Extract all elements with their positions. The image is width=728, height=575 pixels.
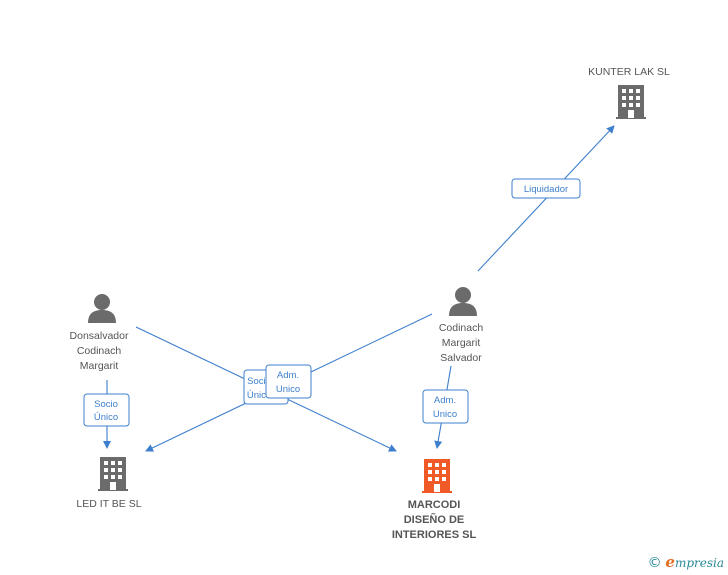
person-icon — [449, 287, 477, 316]
svg-text:Adm.: Adm. — [434, 395, 456, 406]
edge-label-socio-unico-left[interactable]: Socio Único — [83, 393, 130, 427]
svg-text:Margarit: Margarit — [80, 360, 119, 372]
svg-text:KUNTER LAK SL: KUNTER LAK SL — [588, 66, 670, 78]
svg-text:Unico: Unico — [276, 384, 300, 395]
brand-initial: e — [665, 553, 675, 571]
brand-name: mpresia — [674, 556, 724, 570]
empresia-logo: © empresia — [648, 553, 724, 571]
edge-label-adm-unico-right[interactable]: Adm. Unico — [422, 389, 469, 424]
node-codinach-margarit-salvador[interactable]: Codinach Margarit Salvador — [439, 287, 484, 364]
node-donsalvador-codinach-margarit[interactable]: Donsalvador Codinach Margarit — [70, 294, 129, 372]
svg-text:Adm.: Adm. — [277, 370, 299, 381]
svg-text:Donsalvador: Donsalvador — [70, 330, 129, 342]
copyright-symbol: © — [647, 555, 662, 571]
building-icon — [616, 85, 646, 119]
svg-text:Único: Único — [94, 412, 118, 423]
svg-text:INTERIORES SL: INTERIORES SL — [392, 529, 477, 541]
person-icon — [88, 294, 116, 323]
node-kunter-lak[interactable]: KUNTER LAK SL — [588, 66, 670, 119]
svg-text:Único: Único — [247, 390, 271, 401]
edges — [103, 125, 615, 452]
edge-label-adm-unico-middle[interactable]: Adm. Unico — [265, 364, 312, 399]
svg-text:Codinach: Codinach — [77, 345, 122, 357]
svg-text:Socio: Socio — [247, 376, 271, 387]
svg-text:Socio: Socio — [94, 399, 118, 410]
svg-text:LED IT BE SL: LED IT BE SL — [76, 498, 141, 510]
svg-text:MARCODI: MARCODI — [408, 499, 461, 511]
building-icon — [422, 459, 452, 493]
svg-text:Unico: Unico — [433, 409, 457, 420]
node-led-it-be[interactable]: LED IT BE SL — [76, 457, 142, 510]
building-icon — [98, 457, 128, 491]
node-marcodi[interactable]: MARCODI DISEÑO DE INTERIORES SL — [392, 459, 477, 541]
svg-text:Salvador: Salvador — [440, 352, 482, 364]
svg-text:Codinach: Codinach — [439, 322, 484, 334]
svg-text:DISEÑO DE: DISEÑO DE — [404, 513, 465, 526]
svg-text:Margarit: Margarit — [442, 337, 481, 349]
svg-text:Liquidador: Liquidador — [524, 184, 568, 195]
edge-label-liquidador[interactable]: Liquidador — [511, 178, 581, 199]
